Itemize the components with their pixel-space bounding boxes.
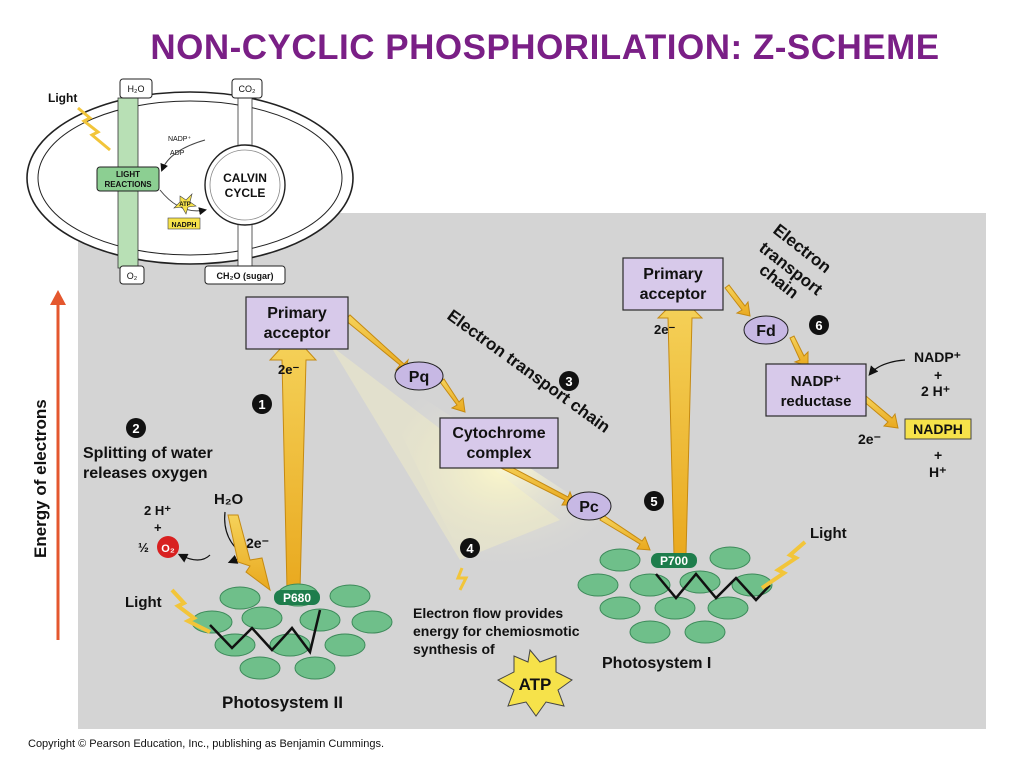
inset-nadph: NADPH — [172, 222, 197, 229]
primary-acceptor-ps2-label: Primary — [267, 305, 327, 322]
primary-acceptor-ps2-label-2: acceptor — [264, 325, 331, 342]
atp-label: ATP — [519, 675, 552, 694]
ps2-zigzag — [209, 609, 322, 655]
nadp-reductase-box — [765, 363, 867, 417]
photosystem-ii-label: Photosystem II — [222, 693, 343, 712]
water-half: ½ — [138, 540, 149, 555]
primary-acceptor-ps1-box — [622, 257, 724, 311]
water-h2o: H₂O — [214, 491, 243, 508]
p700-center — [651, 553, 697, 568]
inset-adp: ADP — [170, 150, 185, 157]
inset-atp: ATP — [179, 202, 191, 208]
step-2-text: Splitting of water — [83, 445, 213, 462]
cytochrome-complex-box — [439, 417, 559, 469]
inset-co2: CO₂ — [239, 84, 257, 94]
nadph-h: H⁺ — [929, 464, 947, 480]
step-6-badge: 6 — [815, 318, 822, 333]
step-4-badge: 4 — [466, 541, 474, 556]
p680-center — [274, 590, 320, 605]
inset-light: Light — [48, 91, 77, 105]
pc-carrier — [566, 491, 612, 521]
fd-label: Fd — [756, 323, 776, 340]
cytochrome-label: Cytochrome — [452, 425, 545, 442]
nadph-label: NADPH — [913, 421, 963, 437]
nadp-input-plus: + — [934, 367, 942, 383]
o2-badge — [157, 536, 179, 558]
p680-label: P680 — [283, 591, 311, 605]
primary-acceptor-ps1-label-2: acceptor — [640, 286, 707, 303]
fd-carrier — [743, 315, 789, 345]
chloroplast-inset: H₂O CO₂ O₂ CH₂O (sugar) LIGHT REACTIONS … — [26, 78, 354, 285]
copyright-notice: Copyright © Pearson Education, Inc., pub… — [28, 738, 385, 750]
photosystem-i — [577, 546, 773, 644]
step-4-text-3: synthesis of — [413, 641, 495, 657]
step-2-text-2: releases oxygen — [83, 465, 208, 482]
pq-label: Pq — [409, 369, 429, 386]
inset-h2o: H₂O — [128, 84, 145, 94]
pq-carrier — [394, 361, 444, 391]
nadp-input-h: 2 H⁺ — [921, 383, 950, 399]
water-h-ions: 2 H⁺ — [144, 503, 171, 518]
nadp-input: NADP⁺ — [914, 349, 961, 365]
step-1-badge: 1 — [258, 397, 265, 412]
page-title: NON-CYCLIC PHOSPHORILATION: Z-SCHEME — [150, 28, 940, 67]
inset-calvin-2: CYCLE — [225, 186, 266, 200]
step-badges: 1 2 3 4 5 6 — [126, 315, 829, 558]
inset-sugar: CH₂O (sugar) — [216, 271, 273, 281]
step-4-text-2: energy for chemiosmotic — [413, 623, 580, 639]
inset-light-reactions: LIGHT — [116, 170, 140, 179]
inset-calvin: CALVIN — [223, 171, 267, 185]
two-e-ps2: 2e⁻ — [278, 362, 299, 377]
inset-nadp: NADP⁺ — [168, 136, 191, 143]
light-ps2-label: Light — [125, 594, 162, 611]
inset-o2: O₂ — [127, 271, 138, 281]
energy-axis-label: Energy of electrons — [31, 399, 50, 558]
primary-acceptor-ps2-box — [245, 296, 349, 350]
cytochrome-label-2: complex — [467, 445, 532, 462]
electron-flow-arrows — [268, 284, 899, 591]
nadph-box — [904, 418, 972, 440]
p700-label: P700 — [660, 554, 688, 568]
step-4-text: Electron flow provides — [413, 605, 563, 621]
inset-light-reactions-2: REACTIONS — [104, 180, 152, 189]
step-5-badge: 5 — [650, 494, 657, 509]
ps1-zigzag — [655, 572, 771, 602]
nadph-plus: + — [934, 447, 942, 463]
light-ps1-label: Light — [810, 525, 847, 542]
step-3-badge: 3 — [565, 374, 572, 389]
nadp-reductase-label: NADP⁺ — [791, 373, 842, 390]
light-ps2-bolt — [170, 588, 211, 634]
water-plus: + — [154, 520, 162, 535]
water-2e: 2e⁻ — [246, 535, 269, 551]
nadp-reductase-label-2: reductase — [781, 393, 852, 410]
o2-label: O₂ — [161, 543, 175, 555]
two-e-ps1: 2e⁻ — [654, 322, 675, 337]
two-e-nadph: 2e⁻ — [858, 431, 881, 447]
light-ps1-bolt — [760, 540, 807, 590]
atp-burst — [496, 648, 573, 717]
pc-label: Pc — [579, 499, 599, 516]
step-2-badge: 2 — [132, 421, 139, 436]
photosystem-i-label: Photosystem I — [602, 655, 711, 672]
primary-acceptor-ps1-label: Primary — [643, 266, 703, 283]
